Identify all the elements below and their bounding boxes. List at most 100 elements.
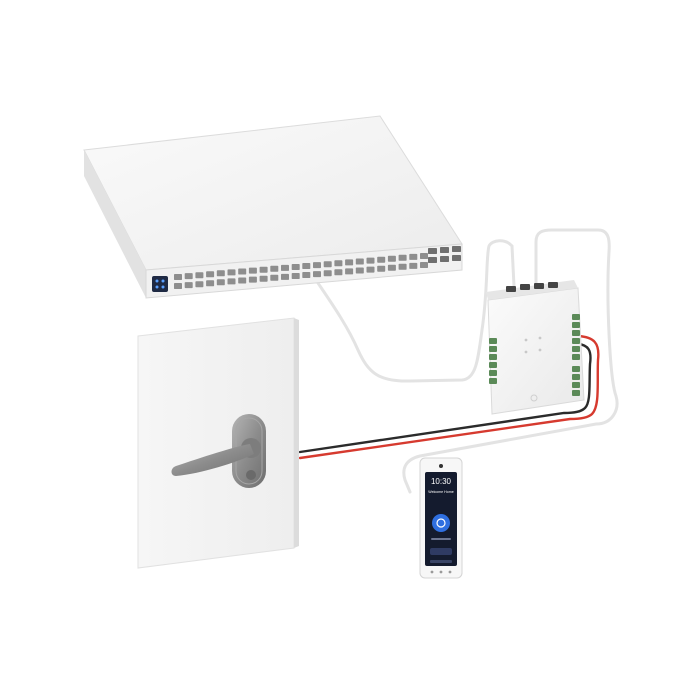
switch-port	[195, 281, 204, 288]
reader-line-1	[431, 538, 451, 540]
switch-port	[409, 262, 418, 269]
switch-port	[387, 264, 396, 271]
switch-port	[281, 273, 289, 280]
switch-port	[206, 271, 215, 278]
switch-port	[248, 276, 257, 283]
terminal-connector	[572, 390, 580, 396]
switch-port	[216, 279, 225, 286]
terminal-connector	[489, 378, 497, 384]
switch-port	[387, 255, 396, 262]
lock-cylinder	[246, 470, 256, 480]
reader-camera	[439, 464, 443, 468]
sfp-port	[452, 246, 461, 252]
hub-terminal-block-left	[489, 338, 497, 384]
wire-red	[298, 334, 600, 460]
switch-port	[313, 262, 321, 269]
lever-arm	[171, 444, 254, 476]
reader-bottom-icons	[430, 570, 452, 574]
switch-port	[270, 265, 279, 272]
terminal-connector	[572, 322, 580, 328]
door-right-edge	[294, 318, 299, 548]
switch-port	[238, 277, 247, 284]
switch-port	[420, 262, 428, 268]
switch-port	[248, 267, 257, 274]
reader-time: 10:30	[431, 477, 452, 486]
switch-port	[174, 274, 182, 280]
switch-touchscreen	[152, 276, 168, 292]
sfp-port	[452, 255, 461, 261]
ethernet-cable-switch-to-hub	[306, 239, 516, 383]
switch-sfp-ports	[428, 246, 461, 263]
switch-port	[174, 283, 182, 289]
switch-port	[398, 254, 407, 261]
switch-port	[323, 261, 332, 268]
switch-port	[184, 273, 193, 280]
switch-top-surface	[83, 115, 463, 271]
switch-port	[281, 264, 289, 271]
switch-port	[334, 260, 343, 267]
sfp-port	[440, 256, 449, 262]
terminal-connector	[572, 346, 580, 352]
lever-handle	[171, 414, 266, 488]
terminal-connector	[572, 374, 580, 380]
switch-port	[206, 280, 215, 287]
terminal-connector	[572, 338, 580, 344]
hub-status-lights	[524, 336, 542, 354]
switch-port	[345, 259, 354, 266]
switch-port	[345, 268, 354, 275]
hub-terminal-block-right	[572, 314, 580, 396]
switch-port	[409, 253, 418, 260]
reader-nfc-ring	[432, 514, 450, 532]
sfp-port	[428, 257, 437, 263]
switch-port	[259, 266, 268, 273]
switch-port	[323, 270, 332, 277]
switch-port	[291, 264, 300, 270]
switch-port	[227, 269, 236, 276]
switch-screen-dots	[155, 279, 165, 289]
sfp-port	[428, 248, 437, 254]
switch-port	[238, 268, 247, 275]
hub-top-surface	[487, 287, 585, 415]
wire-black	[298, 342, 592, 454]
switch-port	[334, 269, 343, 276]
switch-port	[398, 263, 407, 270]
switch-port	[377, 256, 386, 263]
terminal-connector	[489, 346, 497, 352]
hub-top-ports	[506, 282, 558, 292]
door-face	[137, 317, 295, 569]
cables	[298, 228, 619, 494]
switch-port	[291, 273, 300, 279]
switch-port	[355, 267, 364, 274]
terminal-connector	[489, 354, 497, 360]
switch-port	[195, 272, 204, 279]
terminal-connector	[572, 354, 580, 360]
switch-port	[227, 278, 236, 285]
reader-bottom-bar	[430, 560, 452, 563]
switch-port-array	[174, 253, 428, 289]
switch-left-side	[84, 150, 146, 298]
network-switch	[83, 115, 463, 299]
terminal-connector	[572, 382, 580, 388]
switch-port	[377, 265, 386, 272]
switch-port	[366, 257, 375, 264]
switch-port	[366, 266, 375, 273]
switch-port	[216, 270, 225, 277]
reader-nfc-icon	[436, 518, 446, 528]
terminal-connector	[489, 362, 497, 368]
switch-port	[302, 263, 311, 269]
ethernet-cable-top-loop	[402, 228, 619, 494]
sfp-port	[440, 247, 449, 253]
switch-port	[270, 274, 279, 281]
terminal-connector	[489, 370, 497, 376]
switch-port	[302, 272, 311, 278]
access-reader: 10:30 Welcome Home	[419, 457, 463, 579]
reader-button	[430, 548, 452, 555]
switch-port	[184, 282, 193, 289]
access-hub	[486, 280, 585, 415]
switch-port	[313, 271, 321, 278]
hub-logo	[530, 394, 538, 402]
door	[137, 317, 299, 569]
switch-port	[259, 275, 268, 282]
